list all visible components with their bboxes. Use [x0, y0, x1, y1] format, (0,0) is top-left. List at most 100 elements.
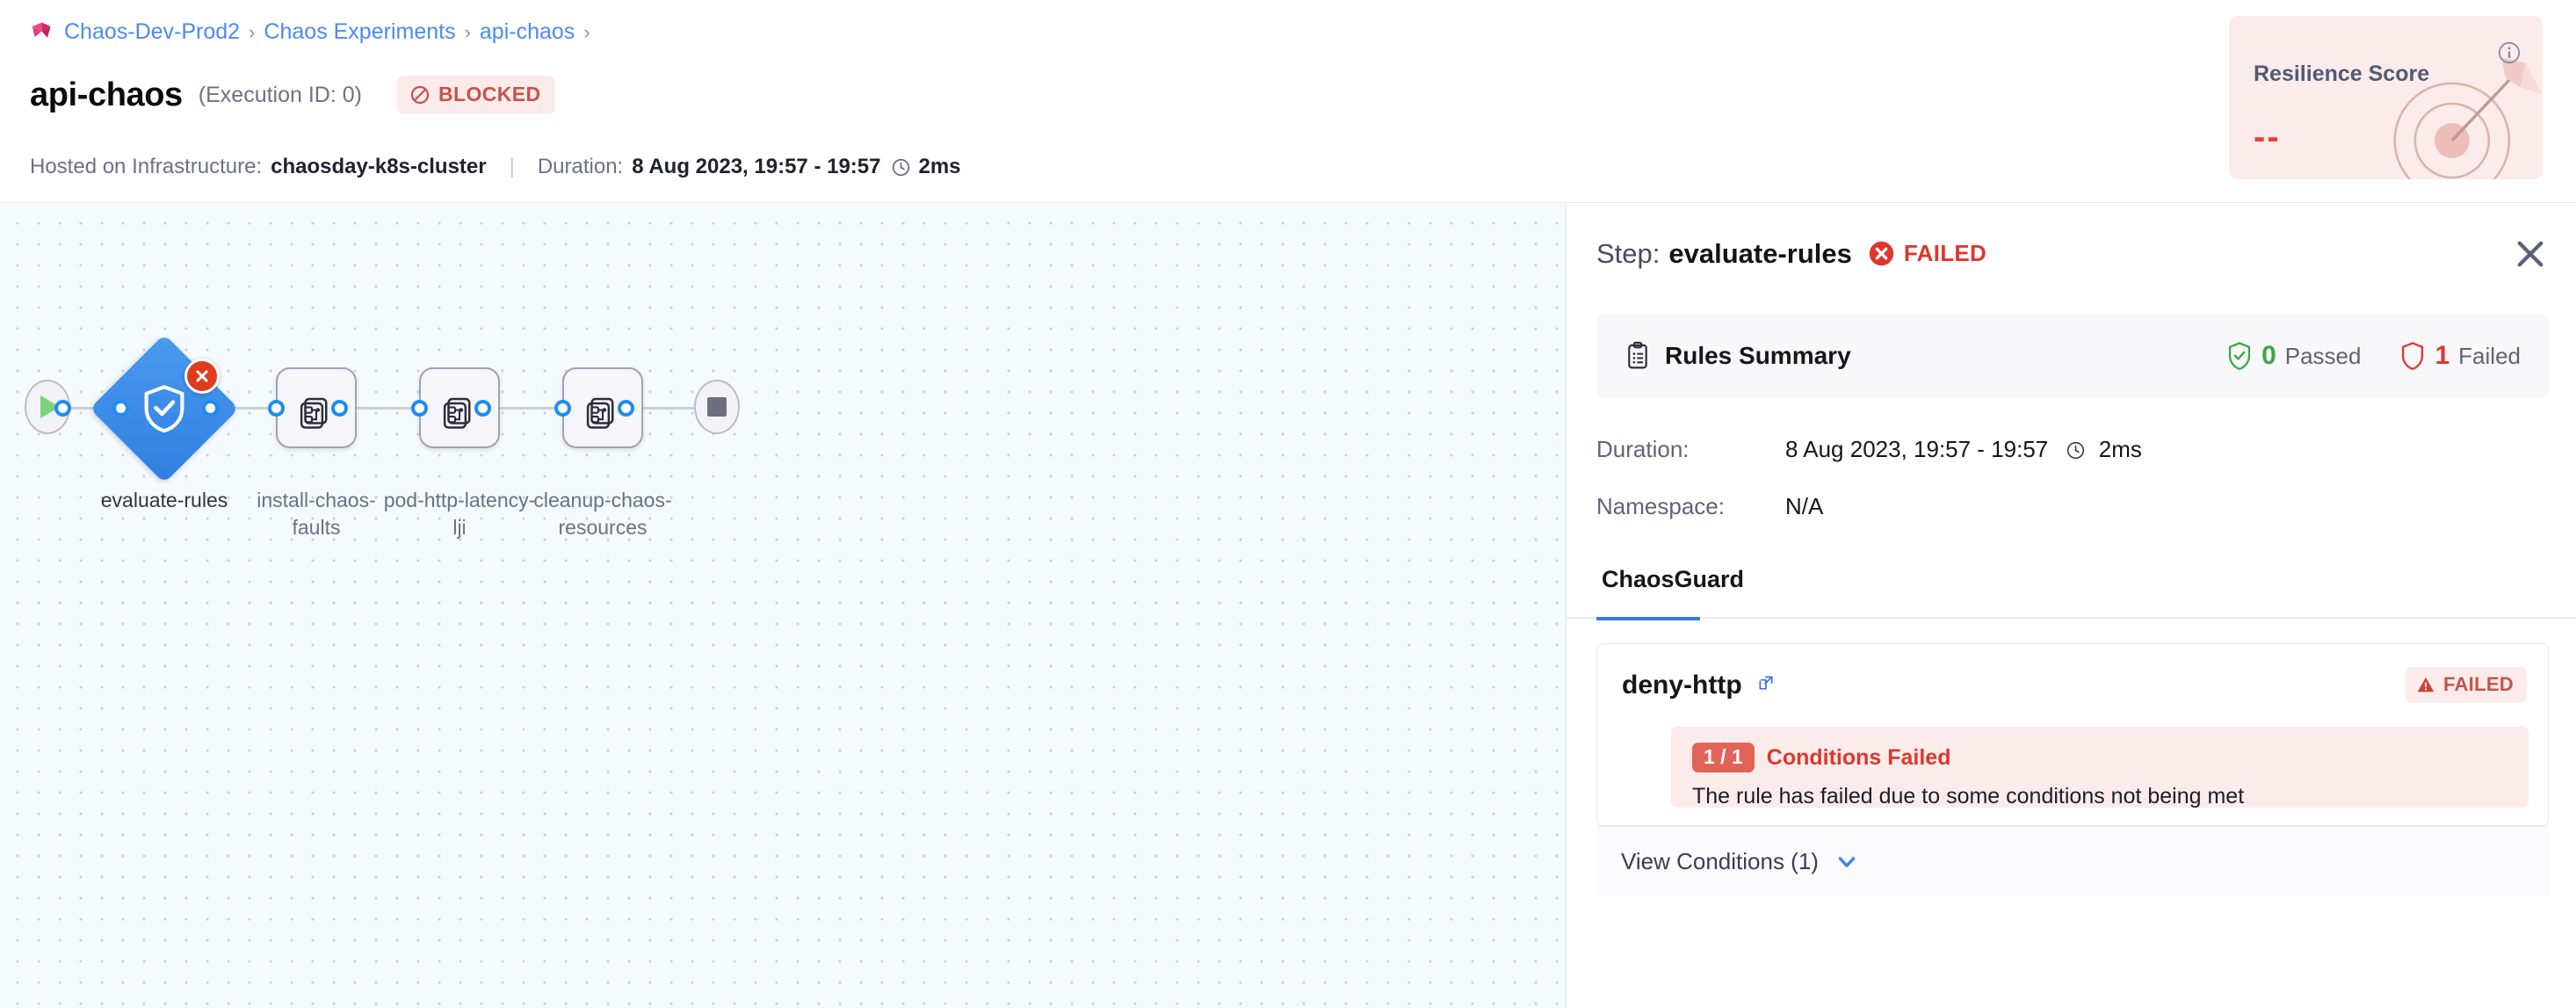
- node-label-line1: pod-http-latency-: [383, 489, 536, 511]
- rule-status-badge: FAILED: [2405, 667, 2527, 703]
- breadcrumb-separator: ›: [249, 20, 256, 43]
- clock-icon: [2066, 441, 2084, 460]
- blocked-circle-icon: [410, 85, 430, 104]
- rules-passed-stat: 0 Passed: [2226, 341, 2361, 371]
- node-cleanup-chaos-resources-label: cleanup-chaos- resources: [502, 487, 704, 540]
- node-label-line1: install-chaos-: [257, 489, 376, 511]
- panel-tabs: ChaosGuard: [1567, 564, 2576, 620]
- step-details-panel: Step: evaluate-rules FAILED: [1566, 204, 2576, 1008]
- tab-active-underline: [1596, 617, 1700, 620]
- rules-passed-label: Passed: [2284, 342, 2362, 369]
- info-circle-icon[interactable]: [2497, 40, 2522, 65]
- edge-cleanup-to-end: [625, 407, 711, 410]
- external-link-icon[interactable]: [1757, 674, 1775, 692]
- start-node[interactable]: [25, 380, 70, 434]
- node-pod-http-latency-lji-label: pod-http-latency- lji: [358, 487, 561, 540]
- view-conditions-toggle[interactable]: View Conditions (1): [1596, 826, 2549, 896]
- breadcrumb: Chaos-Dev-Prod2 › Chaos Experiments › ap…: [30, 19, 590, 45]
- harness-chaos-logo-icon: [32, 22, 51, 38]
- clipboard-icon: [1628, 341, 1647, 369]
- node-evaluate-rules-label: evaluate-rules: [100, 489, 228, 511]
- chaos-fault-icon: [586, 397, 614, 429]
- status-badge-label: BLOCKED: [438, 83, 541, 105]
- step-prefix-label: Step:: [1596, 237, 1661, 269]
- tab-chaosguard[interactable]: ChaosGuard: [1602, 566, 1745, 592]
- breadcrumb-item-api-chaos[interactable]: api-chaos: [479, 19, 575, 44]
- node-install-chaos-faults-port-in: [268, 400, 285, 417]
- conditions-failed-row: 1 / 1 Conditions Failed: [1692, 743, 2507, 772]
- execution-id: (Execution ID: 0): [198, 82, 362, 107]
- edge-install-to-pod: [338, 407, 423, 410]
- node-evaluate-rules-port-in: [112, 400, 129, 417]
- node-install-chaos-faults-label: install-chaos- faults: [215, 487, 417, 540]
- node-pod-http-latency-lji-port-in: [411, 400, 428, 417]
- play-icon: [40, 395, 60, 418]
- rules-failed-stat: 1 Failed: [2399, 341, 2521, 371]
- status-badge: BLOCKED: [396, 76, 555, 114]
- end-node[interactable]: [694, 380, 740, 434]
- chevron-down-icon[interactable]: [1834, 850, 1859, 874]
- conditions-failed-box: 1 / 1 Conditions Failed The rule has fai…: [1671, 727, 2529, 809]
- rule-card-deny-http: deny-http FAILED 1 / 1 Conditions: [1596, 643, 2549, 826]
- duration-value: 8 Aug 2023, 19:57 - 19:57: [632, 155, 881, 178]
- detail-row-namespace: Namespace: N/A: [1596, 493, 2475, 523]
- close-icon[interactable]: [2512, 236, 2549, 272]
- detail-row-duration: Duration: 8 Aug 2023, 19:57 - 19:57 2ms: [1596, 436, 2475, 466]
- start-node-shape: [25, 380, 70, 434]
- shield-check-icon: [144, 385, 185, 433]
- node-label-line2: faults: [292, 515, 341, 539]
- rules-failed-count: 1: [2435, 341, 2450, 370]
- page-header: Chaos-Dev-Prod2 › Chaos Experiments › ap…: [0, 0, 2576, 203]
- breadcrumb-item-project[interactable]: Chaos-Dev-Prod2: [64, 19, 241, 44]
- start-node-port: [54, 400, 71, 417]
- rule-name-row: deny-http: [1622, 671, 1775, 700]
- node-cleanup-chaos-resources-port-out: [618, 400, 634, 417]
- rules-summary-stats: 0 Passed 1 Failed: [2226, 341, 2521, 371]
- namespace-value: N/A: [1785, 493, 1824, 519]
- shield-red-icon: [2402, 342, 2424, 370]
- duration-elapsed: 2ms: [2098, 436, 2142, 462]
- rule-status-label: FAILED: [2442, 673, 2514, 695]
- conditions-failed-description: The rule has failed due to some conditio…: [1692, 784, 2245, 809]
- chaos-fault-icon: [443, 397, 471, 429]
- node-cleanup-chaos-resources-port-in: [554, 400, 571, 417]
- breadcrumb-separator: ›: [464, 20, 471, 43]
- end-node-shape: [694, 380, 740, 434]
- resilience-score-card: Resilience Score --: [2229, 16, 2543, 179]
- node-install-chaos-faults-port-out: [331, 400, 348, 417]
- infra-label: Hosted on Infrastructure:: [30, 155, 263, 178]
- rules-summary-title: Rules Summary: [1665, 342, 1851, 369]
- infra-value: chaosday-k8s-cluster: [271, 155, 487, 178]
- duration-elapsed: 2ms: [918, 155, 961, 178]
- breadcrumb-item-chaos-experiments[interactable]: Chaos Experiments: [264, 19, 456, 44]
- error-x-icon: [1869, 241, 1894, 266]
- duration-label: Duration:: [1596, 436, 1690, 462]
- step-status: FAILED: [1903, 240, 1987, 266]
- target-arrow-icon: [2393, 57, 2543, 179]
- resilience-score-title: Resilience Score: [2254, 62, 2430, 86]
- error-x-icon: [196, 370, 208, 382]
- pipeline-canvas[interactable]: evaluate-rules install-chaos- faults: [0, 204, 1566, 1008]
- conditions-count-pill: 1 / 1: [1692, 743, 1755, 772]
- node-label-line2: resources: [558, 515, 648, 539]
- node-evaluate-rules[interactable]: [90, 334, 239, 483]
- clock-icon: [893, 158, 910, 176]
- title-row: api-chaos (Execution ID: 0) BLOCKED: [30, 76, 555, 114]
- node-evaluate-rules-error-badge: [185, 359, 220, 394]
- node-label-line1: cleanup-chaos-: [533, 489, 672, 511]
- conditions-failed-title: Conditions Failed: [1766, 744, 1951, 770]
- panel-header: Step: evaluate-rules FAILED: [1567, 204, 2576, 303]
- rule-name: deny-http: [1622, 671, 1742, 700]
- edge-evaluate-to-install: [209, 407, 283, 410]
- warning-triangle-icon: [2417, 677, 2435, 693]
- step-name: evaluate-rules: [1668, 237, 1852, 269]
- namespace-label: Namespace:: [1596, 493, 1725, 519]
- rules-passed-count: 0: [2261, 341, 2276, 370]
- node-label-line2: lji: [452, 515, 467, 539]
- meta-divider: |: [509, 155, 515, 178]
- chaos-fault-icon: [300, 397, 328, 429]
- rules-failed-label: Failed: [2458, 342, 2521, 369]
- rules-summary: Rules Summary 0 Passed 1 Failed: [1596, 315, 2549, 397]
- rules-summary-left: Rules Summary: [1624, 341, 1851, 371]
